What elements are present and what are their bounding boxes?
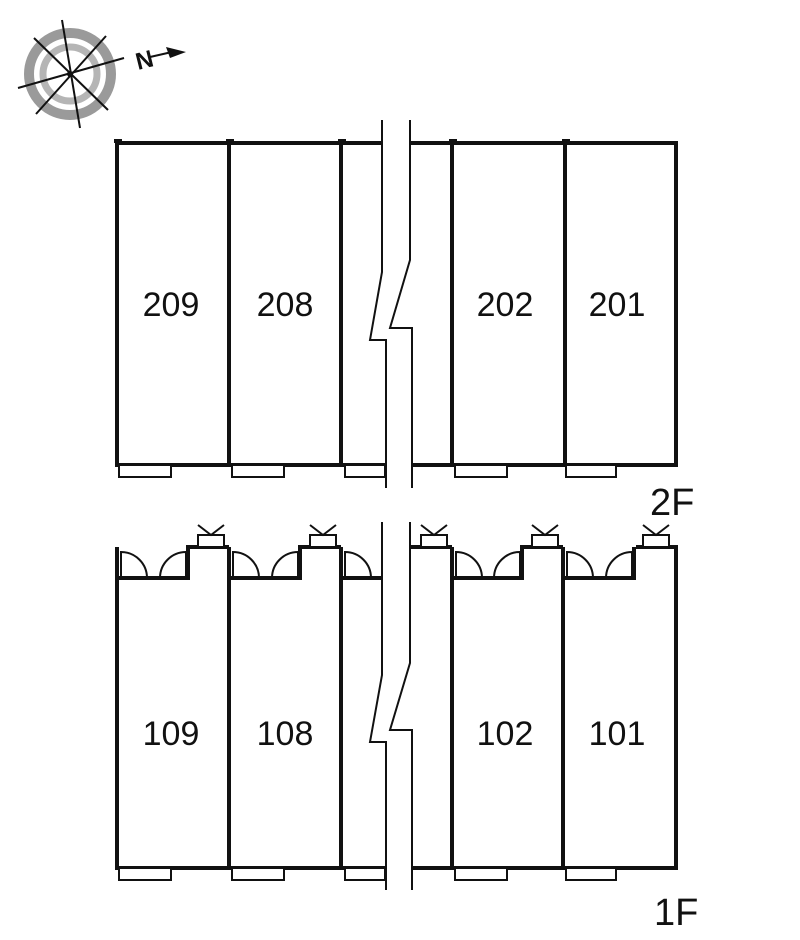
- meter-boxes: [197, 524, 670, 548]
- unit-label-109: 109: [143, 715, 200, 753]
- door-102: [455, 550, 521, 579]
- unit-label-102: 102: [477, 715, 534, 753]
- unit-label-108: 108: [257, 715, 314, 753]
- door-101: [566, 550, 633, 579]
- unit-label-209: 209: [143, 286, 200, 324]
- door-109: [120, 550, 187, 579]
- floor-label-1f: 1F: [654, 892, 698, 934]
- floor-1f: 109 108 102 101 1F: [115, 522, 698, 934]
- unit-label-201: 201: [589, 286, 646, 324]
- compass-north-label: N: [133, 45, 156, 75]
- compass-rose-icon: N: [17, 19, 186, 129]
- unit-label-202: 202: [477, 286, 534, 324]
- floor-2f: 209 208 202 201 2F: [114, 120, 694, 524]
- unit-label-208: 208: [257, 286, 314, 324]
- unit-label-101: 101: [589, 715, 646, 753]
- door-partial: [344, 550, 372, 579]
- floor-label-2f: 2F: [650, 482, 694, 524]
- door-108: [232, 550, 299, 579]
